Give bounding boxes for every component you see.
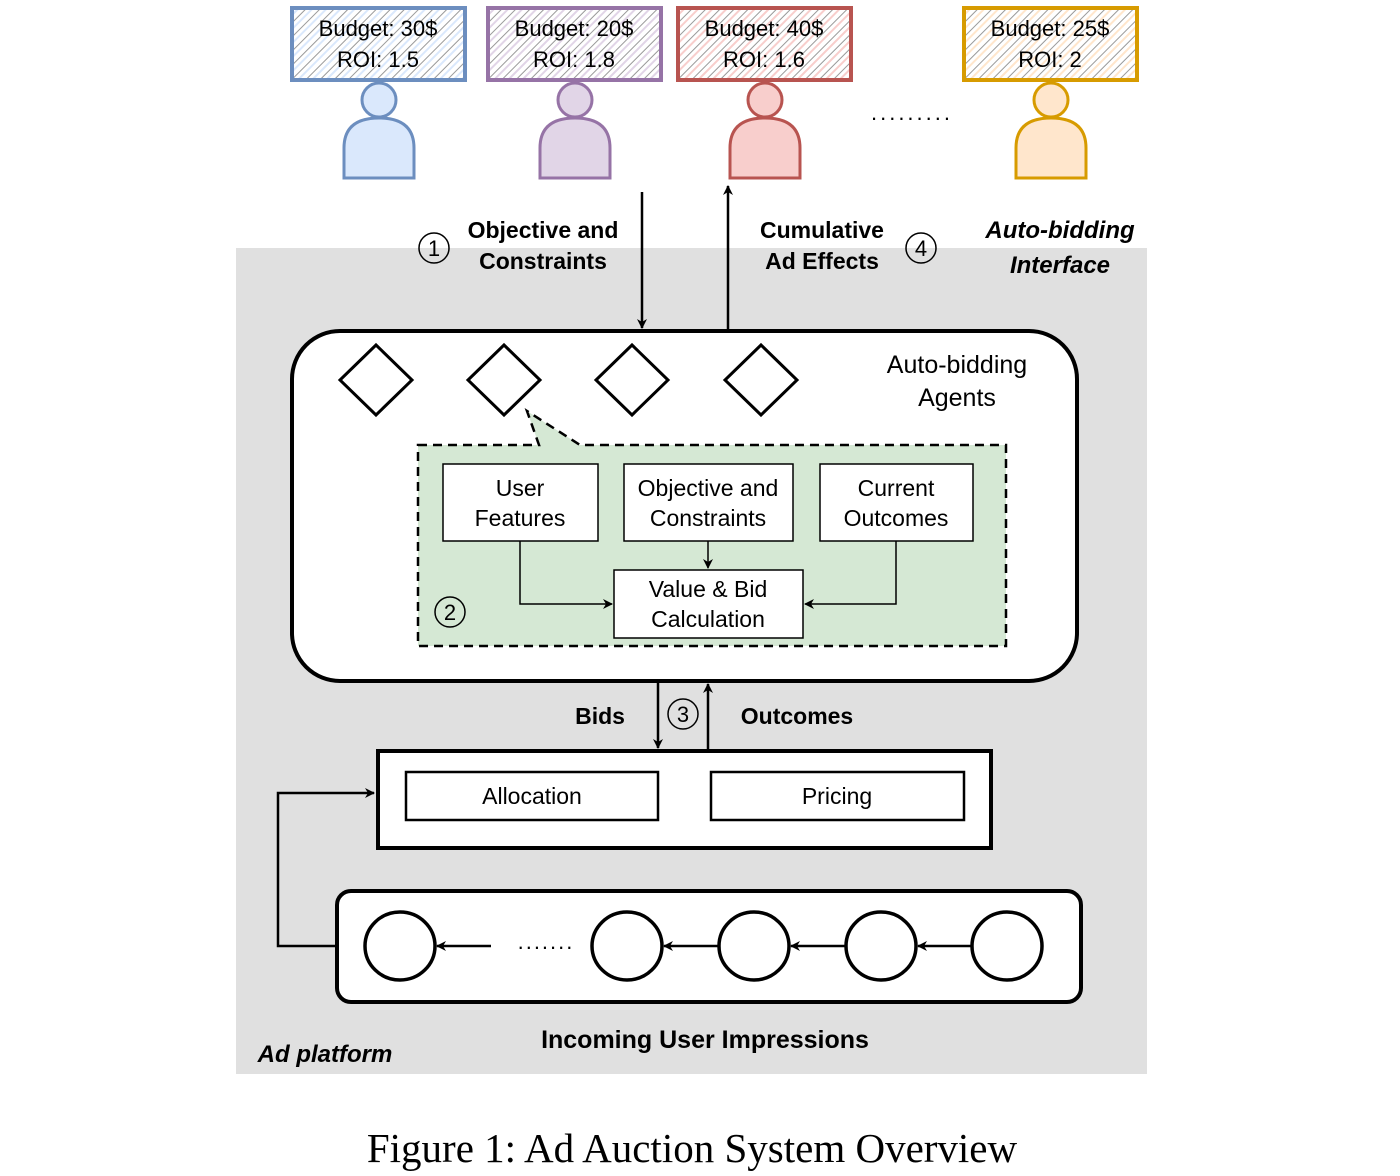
outcomes-label: Outcomes — [741, 703, 853, 729]
impression-circle — [717, 910, 791, 982]
impression-circle — [363, 910, 437, 982]
impression-circle — [970, 910, 1044, 982]
bids-label: Bids — [575, 703, 625, 729]
impression-circle — [844, 910, 918, 982]
budget-text: Budget: 25$ — [991, 16, 1110, 41]
impression-circles — [363, 910, 1044, 982]
advertiser: Budget: 25$ ROI: 2 — [962, 6, 1139, 180]
figure-caption: Figure 1: Ad Auction System Overview — [367, 1125, 1018, 1171]
step-number-circle — [667, 698, 699, 730]
budget-card — [676, 6, 853, 82]
step-4-text: Cumulative — [760, 217, 884, 243]
objective-box — [623, 463, 794, 542]
current-outcomes-text: Outcomes — [844, 505, 949, 531]
roi-text: ROI: 1.6 — [723, 47, 805, 72]
advertiser: Budget: 40$ ROI: 1.6 — [676, 6, 853, 180]
impressions-label: Incoming User Impressions — [541, 1026, 869, 1054]
roi-text: ROI: 1.8 — [533, 47, 615, 72]
allocation-text: Allocation — [482, 783, 582, 809]
impression-circle — [590, 910, 664, 982]
user-features-text: Features — [475, 505, 566, 531]
objective-text: Objective and — [638, 475, 779, 501]
roi-text: ROI: 1.5 — [337, 47, 419, 72]
features-to-value-arrow — [519, 541, 613, 609]
user-icon — [538, 81, 612, 180]
impressions-ellipsis: ....... — [518, 929, 575, 954]
ad-platform-label: Ad platform — [257, 1041, 393, 1068]
step-4-label: Cumulative Ad Effects 4 — [760, 217, 937, 274]
value-bid-box — [613, 569, 804, 639]
current-outcomes-text: Current — [858, 475, 935, 501]
agent-diamond — [593, 342, 671, 418]
step-number-circle — [434, 596, 466, 628]
step-1-text: Objective and — [468, 217, 619, 243]
budget-text: Budget: 20$ — [515, 16, 634, 41]
budget-text: Budget: 30$ — [319, 16, 438, 41]
agent-detail-callout: 2 User Features Objective and Constraint… — [416, 407, 1008, 648]
step-number-circle — [418, 232, 450, 264]
agents-label: Agents — [918, 384, 996, 412]
budget-text: Budget: 40$ — [705, 16, 824, 41]
step-1-text: Constraints — [479, 248, 607, 274]
step-number-circle — [905, 232, 937, 264]
advertisers-ellipsis: ......... — [871, 100, 953, 125]
agent-diamond — [337, 342, 415, 418]
impressions-to-auction-arrow — [276, 788, 375, 948]
outcomes-to-value-arrow — [804, 541, 897, 609]
step-4-text: Ad Effects — [765, 248, 879, 274]
budget-card — [962, 6, 1139, 82]
user-features-text: User — [496, 475, 545, 501]
budget-card — [486, 6, 663, 82]
value-bid-text: Value & Bid — [649, 576, 767, 602]
interface-label: Interface — [1010, 252, 1110, 279]
user-icon — [342, 81, 416, 180]
pricing-text: Pricing — [802, 783, 872, 809]
user-icon — [1014, 81, 1088, 180]
agents-label: Auto-bidding — [887, 351, 1027, 379]
step-number: 3 — [677, 702, 689, 727]
step-number: 1 — [428, 236, 440, 261]
budget-card — [290, 6, 467, 82]
user-features-box — [442, 463, 599, 542]
advertiser: Budget: 30$ ROI: 1.5 — [290, 6, 467, 180]
roi-text: ROI: 2 — [1018, 47, 1082, 72]
interface-label: Auto-bidding — [984, 217, 1135, 244]
step-number: 2 — [444, 600, 456, 625]
value-bid-text: Calculation — [651, 606, 765, 632]
allocation-box — [404, 770, 660, 822]
agent-diamonds — [337, 342, 800, 418]
advertiser: Budget: 20$ ROI: 1.8 — [486, 6, 663, 180]
agent-diamond — [722, 342, 800, 418]
step-1-label: 1 Objective and Constraints — [418, 217, 619, 274]
agent-diamond — [465, 342, 543, 418]
user-icon — [728, 81, 802, 180]
step-number: 4 — [915, 236, 927, 261]
pricing-box — [709, 770, 966, 822]
objective-text: Constraints — [650, 505, 766, 531]
